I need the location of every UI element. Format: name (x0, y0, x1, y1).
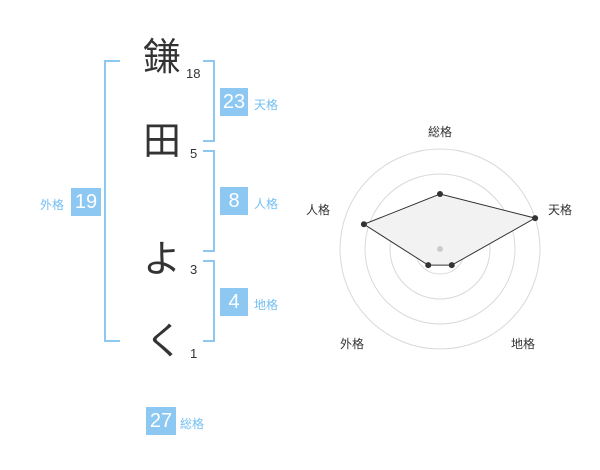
gaikaku-bracket (104, 60, 120, 342)
radar-axis-label-jinkaku: 人格 (306, 203, 331, 217)
gaikaku-label: 外格 (40, 198, 65, 212)
stroke-count-1: 18 (186, 66, 201, 81)
chikaku-value: 4 (220, 288, 248, 316)
soukaku-label: 総格 (180, 417, 205, 431)
jinkaku-value: 8 (220, 187, 248, 215)
radar-point (425, 262, 432, 269)
jinkaku-bracket (203, 150, 215, 252)
radar-axis-label-chikaku: 地格 (511, 337, 536, 351)
soukaku-value: 27 (146, 407, 176, 435)
tenkaku-bracket (203, 60, 215, 142)
chikaku-label: 地格 (254, 298, 279, 312)
radar-ring (339, 148, 541, 350)
stroke-count-4: 1 (190, 346, 198, 361)
radar-axis-label-soukaku: 総格 (428, 125, 453, 139)
tenkaku-value: 23 (220, 88, 248, 116)
chikaku-bracket (203, 260, 215, 342)
radar-point (532, 215, 539, 222)
radar-rings (339, 148, 541, 350)
radar-point (437, 191, 443, 197)
radar-area (362, 193, 537, 266)
radar-point (360, 221, 367, 228)
radar-axis-label-gaikaku: 外格 (340, 337, 365, 351)
radar-point (448, 262, 455, 269)
tenkaku-label: 天格 (254, 98, 279, 112)
radar-axis-label-tenkaku: 天格 (548, 203, 573, 217)
gaikaku-value: 19 (71, 188, 101, 216)
name-char-3: よ (143, 237, 182, 281)
jinkaku-label: 人格 (254, 197, 279, 211)
name-char-2: 田 (143, 119, 182, 163)
stroke-count-2: 5 (190, 146, 198, 161)
name-char-1: 鎌 (143, 35, 182, 79)
name-char-4: く (145, 319, 184, 363)
radar-center-dot (437, 246, 443, 252)
stroke-count-3: 3 (190, 262, 198, 277)
radar-points (360, 191, 539, 269)
radar-ring (364, 173, 516, 325)
